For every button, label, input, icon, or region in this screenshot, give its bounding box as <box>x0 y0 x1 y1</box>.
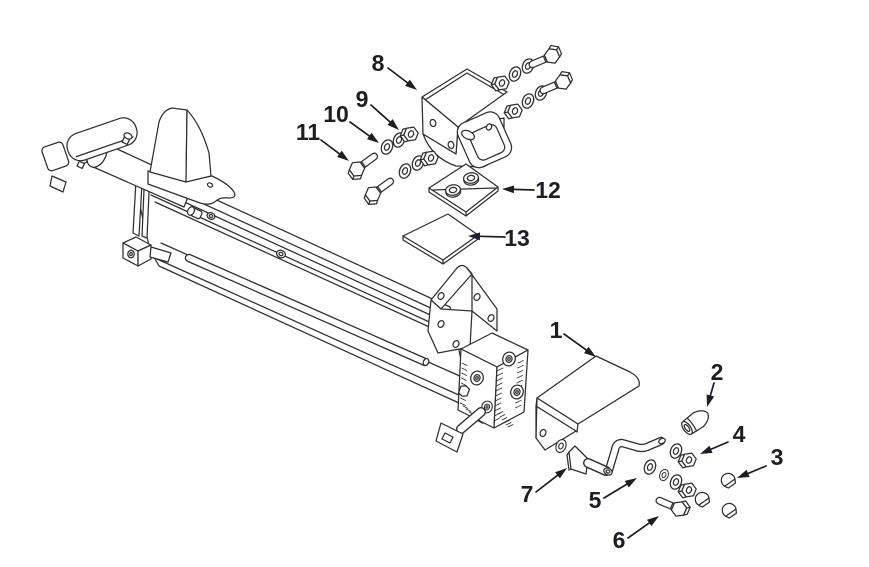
washer-10 <box>378 137 396 157</box>
callout-9: 9 <box>356 86 399 130</box>
part-number-3: 3 <box>771 444 784 470</box>
callout-arrowhead <box>555 468 567 479</box>
callout-arrowhead <box>337 150 349 161</box>
washer-10 <box>396 161 414 181</box>
callout-arrowhead <box>405 79 417 90</box>
callout-arrowhead <box>706 394 715 407</box>
lock-washer <box>657 467 671 483</box>
callout-arrowhead <box>583 346 596 357</box>
cap-nut <box>691 489 713 510</box>
end-mount-bracket <box>427 264 498 354</box>
washer-5 <box>641 457 659 477</box>
valve-outlet-tube <box>435 407 486 453</box>
bolt-11 <box>360 172 400 209</box>
part-number-4: 4 <box>733 421 746 447</box>
part-2-grip <box>681 410 709 436</box>
part-number-12: 12 <box>535 177 561 203</box>
wedge-slide <box>147 170 236 205</box>
beam-rod <box>184 253 430 367</box>
part-number-11: 11 <box>296 119 321 145</box>
callout-12: 12 <box>502 177 561 203</box>
callout-4: 4 <box>700 421 746 454</box>
part-number-7: 7 <box>521 481 534 507</box>
callout-7: 7 <box>521 468 567 507</box>
callout-arrow-line <box>710 441 729 451</box>
valve-plug <box>457 385 471 397</box>
bolt-11 <box>344 147 384 184</box>
part-number-10: 10 <box>323 101 349 127</box>
part-number-8: 8 <box>372 50 385 76</box>
callout-arrow-line <box>387 67 409 84</box>
callout-arrow-line <box>709 382 715 397</box>
callout-arrowhead <box>700 445 713 454</box>
beam-peg <box>186 206 203 220</box>
part-number-9: 9 <box>356 86 369 112</box>
part-number-2: 2 <box>711 359 724 385</box>
beam-holes <box>206 212 286 259</box>
machine-drawing <box>41 107 529 453</box>
callout-2: 2 <box>706 359 724 407</box>
callout-1: 1 <box>550 317 596 357</box>
callout-arrow-line <box>320 139 341 155</box>
part-number-1: 1 <box>550 317 563 343</box>
callout-arrow-line <box>627 522 651 539</box>
callout-arrow-line <box>535 474 559 493</box>
callout-arrowhead <box>502 185 515 194</box>
part-1-cover-plate <box>535 355 640 451</box>
callout-13: 13 <box>468 225 530 251</box>
callout-11: 11 <box>296 119 349 161</box>
callout-arrowhead <box>646 516 659 527</box>
part-number-6: 6 <box>613 527 626 553</box>
valve-block <box>435 332 529 453</box>
callout-arrow-line <box>513 188 535 191</box>
part-12-backing-plate <box>428 163 499 217</box>
callout-arrowhead <box>468 232 481 241</box>
part-number-13: 13 <box>504 225 530 251</box>
callout-arrowhead <box>366 132 379 143</box>
cylinder-cover <box>41 117 138 193</box>
receiver-tube <box>456 111 513 169</box>
nut <box>502 100 525 123</box>
callout-6: 6 <box>613 516 659 553</box>
callout-5: 5 <box>589 478 637 513</box>
cap-nut <box>718 500 740 521</box>
washer <box>519 91 537 111</box>
callout-arrowhead <box>737 469 750 478</box>
callout-arrow-line <box>479 235 506 238</box>
part-8-hitch-bracket <box>421 68 513 169</box>
part-7-crank-handle <box>566 436 666 476</box>
splitting-wedge <box>149 107 212 183</box>
hardware-group-right <box>489 42 576 123</box>
callout-arrow-line <box>603 483 628 499</box>
callout-arrow-line <box>349 121 371 137</box>
part-number-5: 5 <box>589 487 602 513</box>
callout-arrow-line <box>747 465 767 475</box>
callout-arrowhead <box>624 478 637 488</box>
callout-3: 3 <box>737 444 783 478</box>
foot-bracket <box>122 236 172 267</box>
callout-8: 8 <box>372 50 417 90</box>
callout-arrow-line <box>370 104 391 123</box>
washer <box>506 64 524 84</box>
cap-nut-3 <box>717 470 739 491</box>
callout-arrowhead <box>387 119 399 130</box>
part-13-pad-plate <box>402 213 479 265</box>
callout-arrow-line <box>563 333 588 351</box>
callout-10: 10 <box>323 101 379 143</box>
